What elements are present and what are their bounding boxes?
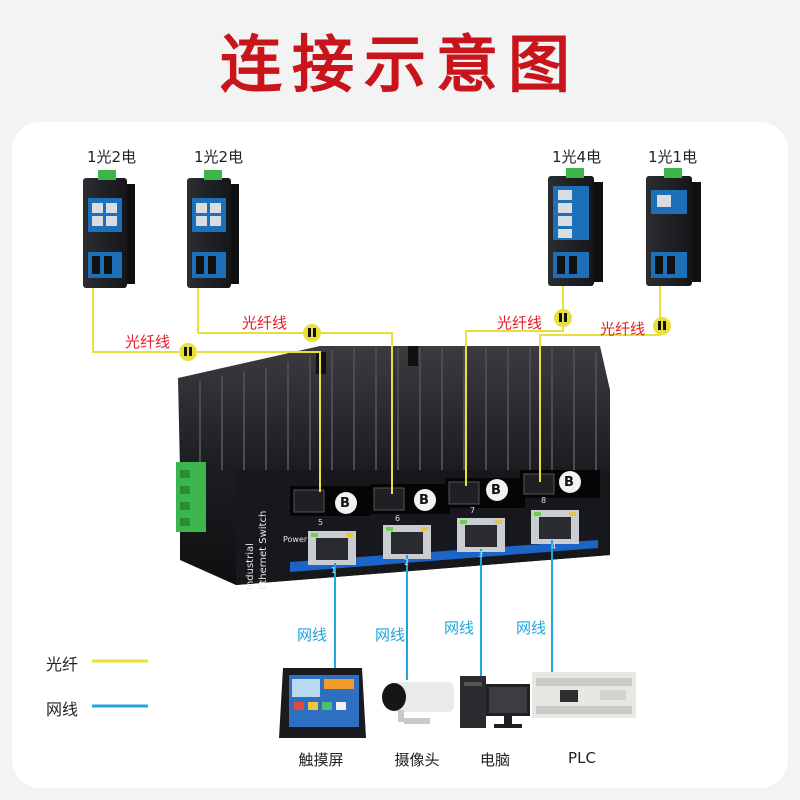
legend-network-label: 网线: [46, 696, 78, 720]
brand-line-1: Industrial: [244, 511, 257, 590]
network-label-1: 网线: [297, 624, 327, 645]
legend-fiber-label: 光纤: [46, 651, 78, 675]
port-num-8: 8: [541, 496, 546, 505]
small-switch-1-label: 1光2电: [87, 146, 136, 167]
small-switch-2-label: 1光2电: [194, 146, 243, 167]
small-switch-3-label: 1光4电: [552, 146, 601, 167]
port-num-6: 6: [395, 514, 400, 523]
touch-screen-device: [279, 668, 366, 738]
network-label-4: 网线: [516, 617, 546, 638]
port-num-4: 4: [551, 542, 556, 551]
badge-b-5: B: [340, 496, 350, 511]
main-switch-brand: Industrial Ethernet Switch: [244, 511, 270, 520]
small-switch-4-label: 1光1电: [648, 146, 697, 167]
fiber-label-3: 光纤线: [497, 312, 542, 333]
small-switch-1: [83, 170, 135, 288]
small-switch-2: [187, 170, 239, 288]
small-switch-4: [646, 168, 701, 286]
port-num-5: 5: [318, 518, 323, 527]
port-num-1: 1: [331, 566, 336, 575]
badge-b-7: B: [491, 483, 501, 498]
network-label-3: 网线: [444, 617, 474, 638]
network-label-2: 网线: [375, 624, 405, 645]
touch-screen-label: 触摸屏: [276, 749, 366, 770]
fiber-label-4: 光纤线: [600, 318, 645, 339]
port-num-3: 3: [478, 550, 483, 559]
fiber-label-2: 光纤线: [242, 312, 287, 333]
fiber-label-1: 光纤线: [125, 331, 170, 352]
computer-device: [460, 676, 530, 728]
plc-device: [532, 672, 636, 718]
computer-label: 电脑: [450, 749, 540, 770]
port-num-2: 2: [404, 558, 409, 567]
small-switch-3: [548, 168, 603, 286]
plc-label: PLC: [537, 749, 627, 767]
camera-label: 摄像头: [372, 749, 462, 770]
badge-b-8: B: [564, 475, 574, 490]
power-label: Power: [283, 535, 307, 544]
badge-b-6: B: [419, 493, 429, 508]
port-num-7: 7: [470, 506, 475, 515]
camera-device: [382, 682, 454, 724]
brand-line-2: Ethernet Switch: [257, 511, 270, 590]
